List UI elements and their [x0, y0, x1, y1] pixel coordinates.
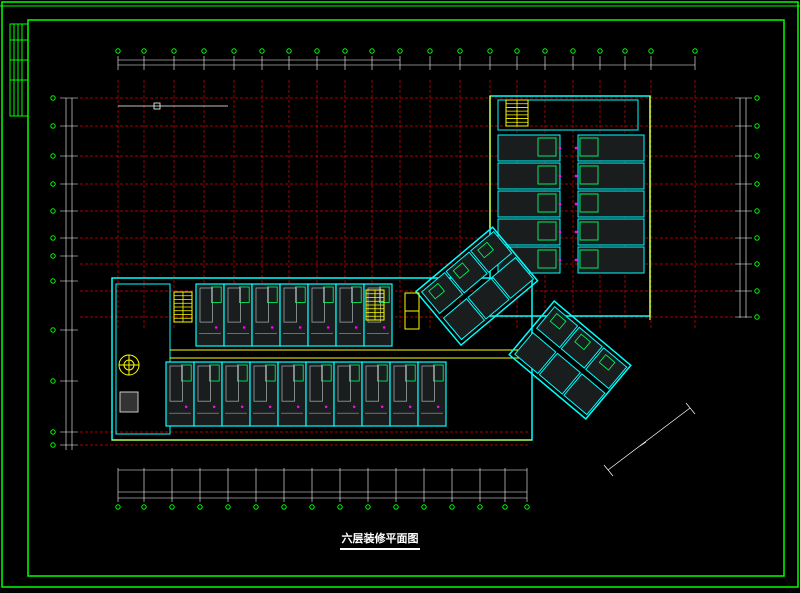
- axis-bubble-icon: [754, 235, 760, 241]
- axis-bubble-icon: [115, 48, 121, 54]
- axis-bubble-icon: [50, 429, 56, 435]
- axis-bubble-icon: [337, 504, 343, 510]
- spiral-stair-icon: [118, 354, 140, 376]
- axis-bubble-icon: [201, 48, 207, 54]
- axis-bubble-icon: [50, 253, 56, 259]
- axis-bubble-icon: [393, 504, 399, 510]
- axis-bubble-icon: [570, 48, 576, 54]
- top-dimension-chain: [115, 48, 698, 70]
- axis-bubble-icon: [141, 48, 147, 54]
- stair-icon: [173, 99, 529, 323]
- axis-bubble-icon: [754, 208, 760, 214]
- axis-bubble-icon: [692, 48, 698, 54]
- elevator-icon: [119, 292, 420, 413]
- axis-bubble-icon: [369, 48, 375, 54]
- diagonal-dimension: [603, 402, 696, 477]
- axis-bubble-icon: [281, 504, 287, 510]
- axis-bubble-icon: [622, 48, 628, 54]
- axis-bubble-icon: [421, 504, 427, 510]
- axis-bubble-icon: [427, 48, 433, 54]
- axis-bubble-icon: [542, 48, 548, 54]
- horizontal-wing: [111, 277, 533, 441]
- axis-bubble-icon: [50, 208, 56, 214]
- axis-bubble-icon: [502, 504, 508, 510]
- axis-bubble-icon: [253, 504, 259, 510]
- axis-bubble-icon: [754, 123, 760, 129]
- drawing-caption: 六层装修平面图: [340, 530, 420, 550]
- axis-bubble-icon: [50, 123, 56, 129]
- axis-bubble-icon: [314, 48, 320, 54]
- axis-bubble-icon: [50, 95, 56, 101]
- axis-bubble-icon: [50, 235, 56, 241]
- axis-bubble-icon: [754, 261, 760, 267]
- axis-bubble-icon: [50, 327, 56, 333]
- axis-bubble-icon: [754, 314, 760, 320]
- left-dimension-chain: [50, 95, 78, 450]
- axis-bubble-icon: [50, 442, 56, 448]
- right-dimension-chain: [735, 95, 760, 320]
- axis-bubble-icon: [115, 504, 121, 510]
- axis-bubble-icon: [225, 504, 231, 510]
- axis-bubble-icon: [397, 48, 403, 54]
- scale-bar: [118, 102, 228, 110]
- axis-bubble-icon: [286, 48, 292, 54]
- axis-bubble-icon: [754, 181, 760, 187]
- axis-bubble-icon: [754, 95, 760, 101]
- axis-bubble-icon: [457, 48, 463, 54]
- axis-bubble-icon: [342, 48, 348, 54]
- axis-bubble-icon: [449, 504, 455, 510]
- axis-bubble-icon: [648, 48, 654, 54]
- inner-frame: [27, 19, 785, 577]
- axis-bubble-icon: [50, 378, 56, 384]
- axis-bubble-icon: [365, 504, 371, 510]
- axis-bubble-icon: [50, 278, 56, 284]
- bottom-dimension-chain: [115, 468, 530, 510]
- axis-bubble-icon: [597, 48, 603, 54]
- axis-bubble-icon: [197, 504, 203, 510]
- axis-bubble-icon: [169, 504, 175, 510]
- diagonal-wing: [414, 226, 632, 421]
- axis-bubble-icon: [259, 48, 265, 54]
- axis-bubble-icon: [141, 504, 147, 510]
- axis-bubble-icon: [50, 153, 56, 159]
- title-strip: [9, 23, 29, 117]
- axis-bubble-icon: [487, 48, 493, 54]
- axis-bubble-icon: [231, 48, 237, 54]
- axis-bubble-icon: [754, 288, 760, 294]
- axis-bubble-icon: [309, 504, 315, 510]
- axis-bubble-icon: [754, 153, 760, 159]
- axis-bubble-icon: [514, 48, 520, 54]
- axis-bubble-icon: [524, 504, 530, 510]
- axis-bubble-icon: [171, 48, 177, 54]
- axis-bubble-icon: [50, 181, 56, 187]
- vertical-wing: [489, 95, 651, 320]
- axis-bubble-icon: [477, 504, 483, 510]
